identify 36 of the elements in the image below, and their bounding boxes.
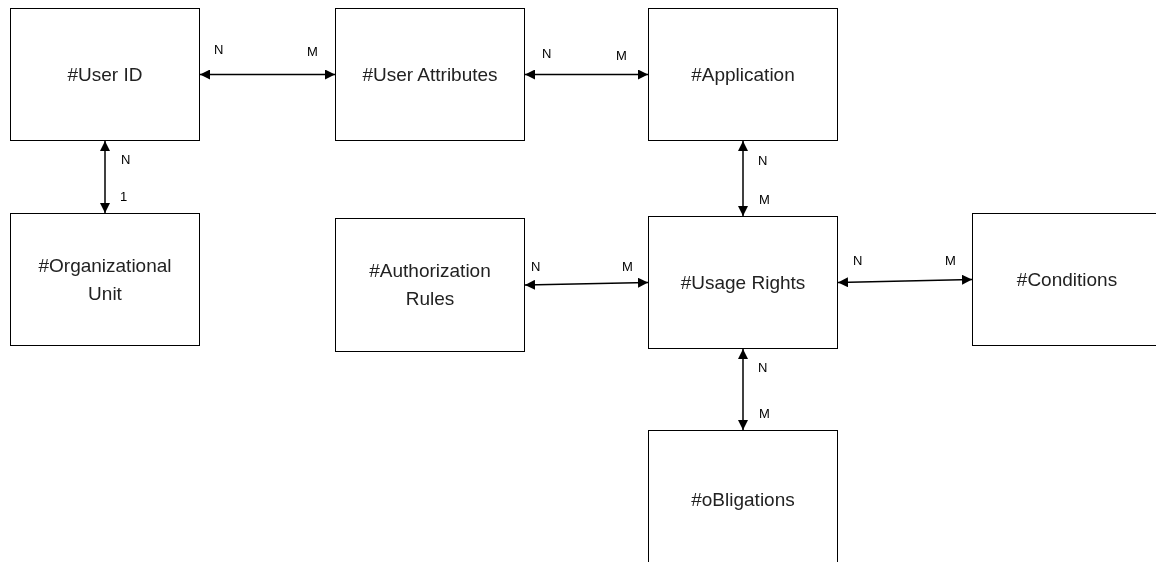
cardinality-label: N — [758, 361, 768, 374]
entity-box — [648, 430, 838, 562]
entity-box — [10, 213, 200, 346]
cardinality-label: N — [214, 43, 224, 56]
entity-box — [972, 213, 1156, 346]
entity-box — [648, 8, 838, 141]
entity-box — [335, 218, 525, 352]
double-arrow — [100, 140, 110, 214]
entity-name: #Application — [691, 62, 795, 87]
double-arrow — [524, 277, 649, 290]
cardinality-label: M — [616, 49, 627, 62]
cardinality-label: N — [853, 254, 863, 267]
entity-box — [648, 216, 838, 349]
double-arrow — [524, 69, 649, 80]
double-arrow — [837, 274, 973, 288]
entity-name: #User ID — [67, 62, 143, 87]
double-arrow — [738, 140, 748, 217]
double-arrow — [199, 69, 336, 80]
entity-name: #Authorization Rules — [368, 259, 492, 311]
cardinality-label: M — [307, 45, 318, 58]
cardinality-label: M — [759, 193, 770, 206]
entity-box — [10, 8, 200, 141]
cardinality-label: M — [622, 260, 633, 273]
entity-name: #Usage Rights — [680, 270, 806, 295]
cardinality-label: 1 — [120, 190, 128, 203]
cardinality-label: N — [542, 47, 552, 60]
cardinality-label: N — [758, 154, 768, 167]
entity-name: #User Attributes — [362, 62, 498, 87]
entity-name: #oBligations — [691, 488, 795, 513]
cardinality-label: M — [945, 254, 956, 267]
cardinality-label: N — [121, 153, 131, 166]
cardinality-label: M — [759, 407, 770, 420]
entity-box — [335, 8, 525, 141]
double-arrow — [738, 348, 748, 431]
entity-name: #Organizational Unit — [37, 253, 173, 306]
entity-name: #Conditions — [1016, 267, 1118, 292]
